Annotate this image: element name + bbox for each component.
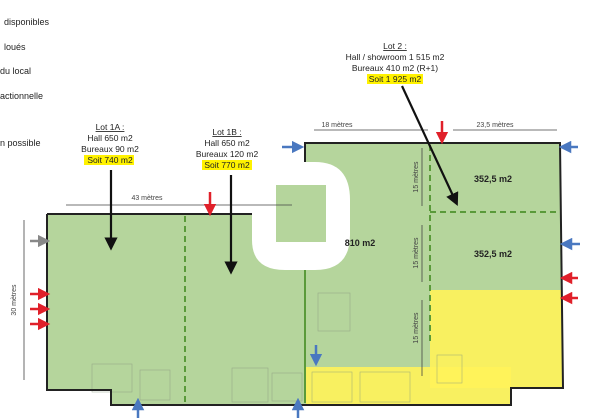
- legend-possible: n possible: [0, 138, 41, 148]
- dimension-lines: [23, 129, 557, 380]
- rented-zone-bottom: [306, 367, 511, 405]
- area-810: 810 m2: [345, 238, 376, 248]
- lot1a-total: Soit 740 m2: [87, 155, 133, 165]
- lot1b-title: Lot 1B :: [212, 127, 241, 137]
- lot1a-hall: Hall 650 m2: [87, 133, 133, 143]
- legend-local: du local: [0, 66, 31, 76]
- legend-divisible: actionnelle: [0, 91, 43, 101]
- lot1b-hall: Hall 650 m2: [204, 138, 250, 148]
- lot1b-total: Soit 770 m2: [204, 160, 250, 170]
- lot2-total: Soit 1 925 m2: [369, 74, 422, 84]
- lot2-hall: Hall / showroom 1 515 m2: [346, 52, 445, 62]
- access-arrows: [30, 121, 580, 418]
- dim-18m: 18 mètres: [321, 122, 353, 129]
- dim-15m-1: 15 mètres: [413, 161, 420, 193]
- lot-pointers: [104, 85, 459, 275]
- logo-watermark-inner: [276, 185, 326, 242]
- area-352-mid: 352,5 m2: [474, 249, 512, 259]
- dim-15m-3: 15 mètres: [413, 312, 420, 344]
- lot2-title: Lot 2 :: [383, 41, 407, 51]
- area-352-top: 352,5 m2: [474, 174, 512, 184]
- lot1b-bureaux: Bureaux 120 m2: [196, 149, 259, 159]
- dim-23-5m: 23,5 mètres: [477, 122, 514, 129]
- dim-30m: 30 mètres: [11, 284, 18, 316]
- legend-available: disponibles: [4, 17, 50, 27]
- dim-43m: 43 mètres: [131, 195, 163, 202]
- lot1a-title: Lot 1A :: [96, 122, 125, 132]
- lot1a-bureaux: Bureaux 90 m2: [81, 144, 139, 154]
- legend-rented: loués: [4, 42, 26, 52]
- dim-15m-2: 15 mètres: [413, 237, 420, 269]
- lot2-bureaux: Bureaux 410 m2 (R+1): [352, 63, 438, 73]
